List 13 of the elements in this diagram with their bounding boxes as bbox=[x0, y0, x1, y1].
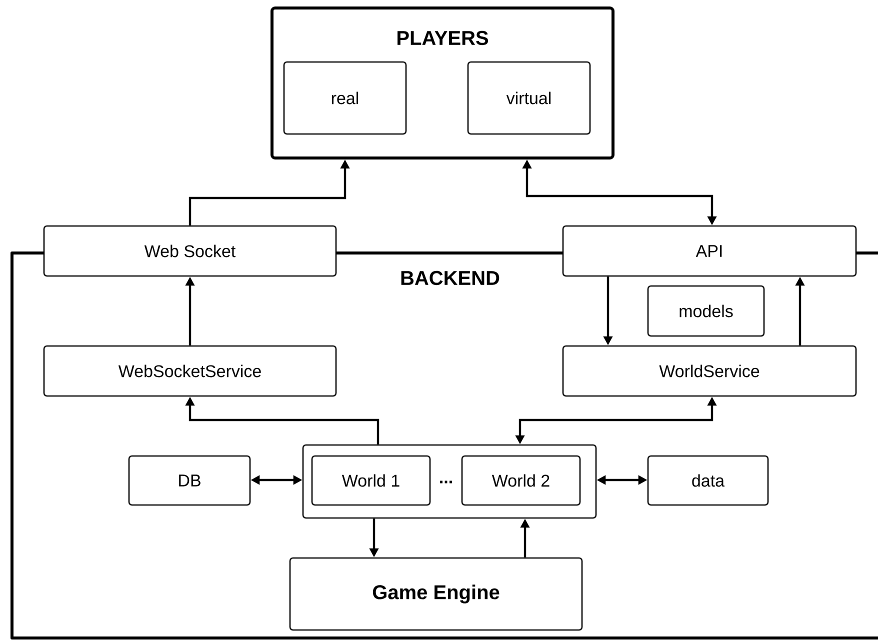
component-box: models bbox=[647, 285, 765, 337]
component-box: World 2 bbox=[461, 455, 581, 506]
component-box: World 1 bbox=[311, 455, 431, 506]
ellipsis-label: ... bbox=[440, 480, 452, 484]
component-box: virtual bbox=[467, 61, 591, 135]
component-box: real bbox=[283, 61, 407, 135]
component-box: API bbox=[562, 225, 857, 277]
component-box: WorldService bbox=[562, 345, 857, 397]
component-box: data bbox=[647, 455, 769, 506]
component-box: WebSocketService bbox=[43, 345, 337, 397]
component-box: DB bbox=[128, 455, 251, 506]
component-box: Game Engine bbox=[289, 557, 583, 631]
component-box: Web Socket bbox=[43, 225, 337, 277]
